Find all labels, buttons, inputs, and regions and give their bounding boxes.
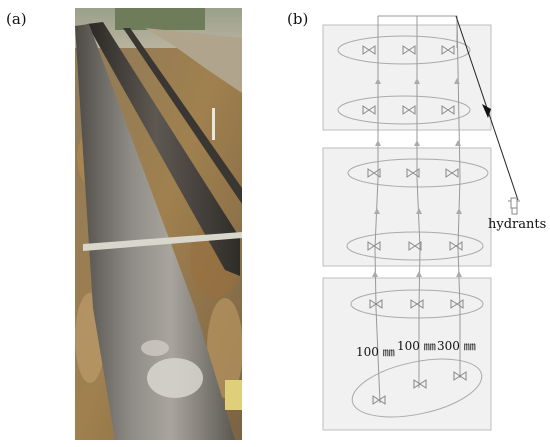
hydrant-icon bbox=[508, 197, 520, 215]
section-box-top bbox=[322, 24, 492, 131]
pipe-trench-photo bbox=[75, 8, 242, 440]
section-box-bottom bbox=[322, 277, 492, 431]
hydrant-pointer-arrowhead bbox=[482, 104, 491, 118]
pipe-network-diagram: hydrants 100 ㎜ 100 ㎜ 300 ㎜ bbox=[320, 8, 550, 438]
valve-group-ellipse bbox=[351, 358, 483, 418]
pipe-line-1 bbox=[374, 16, 381, 404]
valve-group-ellipse bbox=[337, 95, 471, 125]
valve-group-ellipse bbox=[346, 231, 484, 261]
flow-arrows bbox=[372, 78, 462, 277]
section-box-middle bbox=[322, 147, 492, 267]
pipe-line-2 bbox=[416, 16, 421, 388]
pipe-line-3 bbox=[456, 15, 461, 378]
valve-symbols bbox=[362, 45, 467, 405]
valve-group-ellipse bbox=[337, 35, 471, 65]
hydrants-label: hydrants bbox=[488, 217, 546, 232]
pipe-diameter-label: 100 ㎜ bbox=[397, 339, 436, 353]
valve-group-ellipse bbox=[350, 289, 484, 319]
pipe-diameter-label: 300 ㎜ bbox=[437, 339, 476, 353]
valve-group-ellipse bbox=[347, 158, 489, 188]
panel-b-label: (b) bbox=[287, 10, 309, 28]
pipe-diameter-label: 100 ㎜ bbox=[356, 345, 395, 359]
panel-a-label: (a) bbox=[6, 10, 27, 28]
